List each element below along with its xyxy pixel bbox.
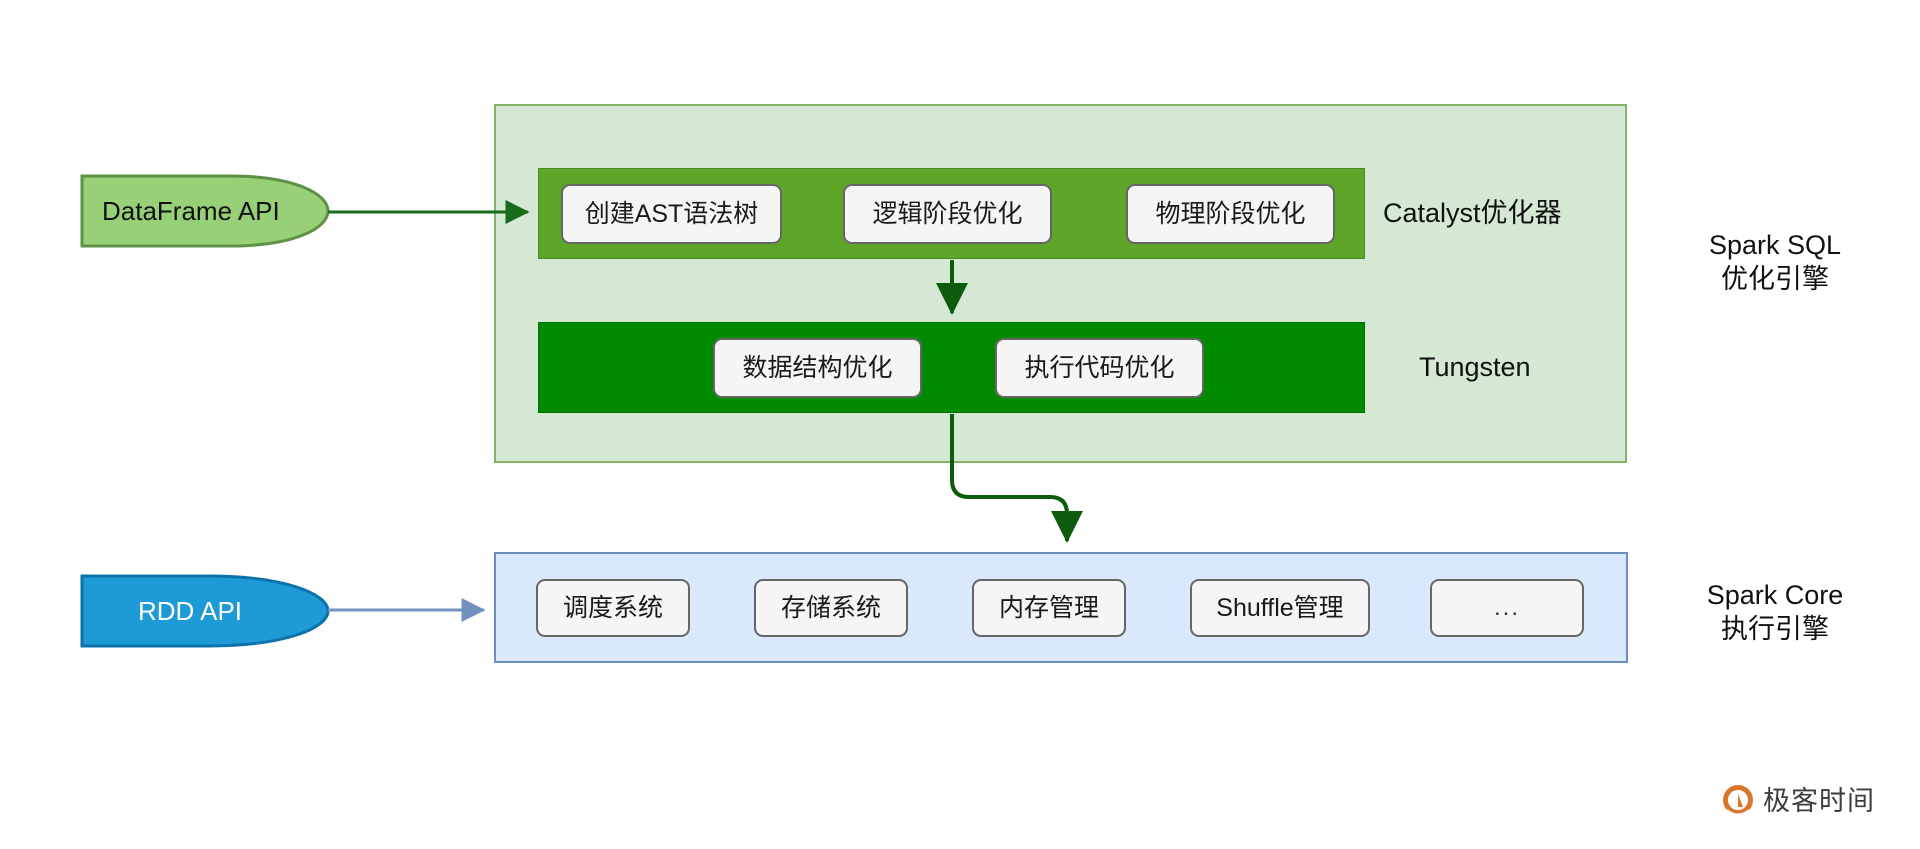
- catalyst-stage-ast-label: 创建AST语法树: [584, 199, 759, 228]
- catalyst-row-label: Catalyst优化器: [1383, 198, 1562, 228]
- tungsten-stage-datastructure[interactable]: 数据结构优化: [713, 338, 922, 398]
- dataframe-api-shape-icon: [80, 174, 330, 248]
- spark-core-module-scheduler-label: 调度系统: [562, 593, 663, 622]
- rdd-api-node[interactable]: RDD API: [80, 574, 330, 648]
- tungsten-stage-datastructure-label: 数据结构优化: [742, 353, 893, 382]
- spark-core-module-shuffle[interactable]: Shuffle管理: [1190, 579, 1370, 637]
- spark-core-module-storage-label: 存储系统: [780, 593, 881, 622]
- watermark: 极客时间: [1722, 785, 1875, 817]
- tungsten-band: [538, 322, 1365, 413]
- catalyst-stage-logical[interactable]: 逻辑阶段优化: [843, 184, 1052, 244]
- spark-core-module-scheduler[interactable]: 调度系统: [536, 579, 690, 637]
- rdd-api-shape-icon: [80, 574, 330, 648]
- catalyst-stage-logical-label: 逻辑阶段优化: [872, 199, 1023, 228]
- geekbang-logo-icon: [1722, 785, 1754, 817]
- spark-core-module-shuffle-label: Shuffle管理: [1216, 593, 1344, 622]
- catalyst-stage-physical-label: 物理阶段优化: [1155, 199, 1306, 228]
- spark-core-module-storage[interactable]: 存储系统: [754, 579, 908, 637]
- catalyst-stage-physical[interactable]: 物理阶段优化: [1126, 184, 1335, 244]
- rdd-api-label: RDD API: [138, 596, 243, 626]
- dataframe-api-label: DataFrame API: [102, 196, 280, 226]
- spark-core-group-label: Spark Core 执行引擎: [1706, 580, 1844, 645]
- catalyst-stage-ast[interactable]: 创建AST语法树: [561, 184, 782, 244]
- spark-core-module-memory-label: 内存管理: [998, 593, 1099, 622]
- dataframe-api-node[interactable]: DataFrame API: [80, 174, 330, 248]
- tungsten-row-label: Tungsten: [1419, 352, 1531, 382]
- tungsten-stage-codegen-label: 执行代码优化: [1024, 353, 1175, 382]
- spark-core-module-memory[interactable]: 内存管理: [972, 579, 1126, 637]
- spark-core-module-more[interactable]: ...: [1430, 579, 1584, 637]
- spark-sql-group-label: Spark SQL 优化引擎: [1708, 230, 1842, 295]
- watermark-brand: 极客时间: [1763, 785, 1875, 816]
- tungsten-stage-codegen[interactable]: 执行代码优化: [995, 338, 1204, 398]
- spark-core-module-more-label: ...: [1493, 594, 1520, 621]
